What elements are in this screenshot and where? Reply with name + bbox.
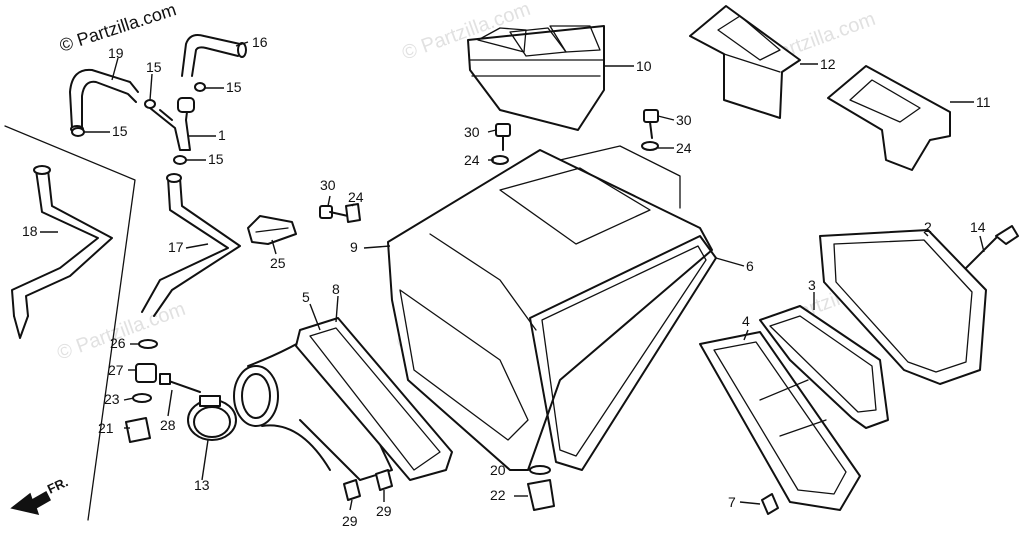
fasteners-30-24 [319, 109, 659, 223]
callout-15: 15 [208, 151, 224, 167]
callout-24: 24 [676, 140, 692, 156]
callout-24: 24 [348, 189, 364, 205]
callout-29: 29 [376, 503, 392, 519]
callout-15: 15 [112, 123, 128, 139]
duct-11 [827, 65, 951, 171]
callout-14: 14 [970, 219, 986, 235]
callout-17: 21 [98, 420, 114, 436]
callout-10: 10 [636, 58, 652, 74]
watermark: © Partzilla.com [54, 298, 188, 365]
cap-7 [761, 493, 779, 515]
callout-2: 2 [924, 219, 932, 235]
callout-7: 7 [728, 494, 736, 510]
callout-18: 22 [490, 487, 506, 503]
clip-15 [194, 82, 206, 92]
plug-18 [527, 479, 555, 511]
callout-12: 12 [820, 56, 836, 72]
callout-20: 17 [168, 239, 184, 255]
callout-23: 23 [104, 391, 120, 407]
callout-25: 25 [270, 255, 286, 271]
callout-5: 5 [302, 289, 310, 305]
funnel-12 [689, 5, 801, 119]
band-13 [187, 395, 237, 441]
callout-15: 15 [146, 59, 162, 75]
callout-27: 27 [108, 362, 124, 378]
callout-30: 30 [464, 124, 480, 140]
callout-13: 13 [194, 477, 210, 493]
section-divider [4, 125, 136, 521]
bolt-28-head [159, 373, 171, 385]
front-direction-arrow: FR. [10, 474, 70, 516]
callout-16: 20 [490, 462, 506, 478]
filter-element-3 [759, 305, 889, 429]
hose-21 [11, 165, 113, 339]
callout-9: 9 [350, 239, 358, 255]
callout-24: 24 [464, 152, 480, 168]
hose-20 [141, 173, 241, 317]
callout-21: 18 [22, 223, 38, 239]
callout-22: 19 [108, 45, 124, 61]
callout-8: 8 [332, 281, 340, 297]
callout-6: 6 [746, 258, 754, 274]
nut-29 [343, 479, 361, 501]
ring-16 [529, 465, 551, 475]
callout-30: 30 [676, 112, 692, 128]
joint-1 [149, 97, 195, 151]
callout-15: 15 [226, 79, 242, 95]
air-cleaner-case-9 [387, 145, 713, 471]
callout-1: 1 [218, 127, 226, 143]
callout-3: 3 [808, 277, 816, 293]
intake-tube-5 [233, 329, 393, 481]
direction-label: FR. [45, 474, 70, 496]
callout-30: 30 [320, 177, 336, 193]
callout-labels: 19 16 15 15 15 1 15 18 17 25 5 8 9 10 12… [22, 34, 991, 529]
clip-15 [173, 155, 187, 165]
gasket-6 [529, 235, 717, 471]
clip-15 [71, 127, 85, 137]
filter-element-10 [467, 25, 605, 131]
nut-29 [375, 469, 393, 491]
callout-26: 26 [110, 335, 126, 351]
cover-2 [819, 229, 987, 385]
leader-lines [40, 41, 985, 511]
frame-4 [699, 331, 861, 511]
hose-22 [69, 68, 139, 133]
bolt-28 [165, 379, 201, 393]
clip-15 [144, 99, 156, 109]
callout-19: 16 [252, 34, 268, 50]
clamp-25 [247, 215, 297, 245]
callout-11: 11 [976, 94, 991, 110]
cover-plate-8 [295, 317, 453, 481]
callout-28: 28 [160, 417, 176, 433]
drain-parts [125, 339, 158, 443]
callout-4: 4 [742, 313, 750, 329]
hose-19 [181, 34, 247, 77]
screw-14 [965, 225, 1019, 269]
callout-29: 29 [342, 513, 358, 529]
